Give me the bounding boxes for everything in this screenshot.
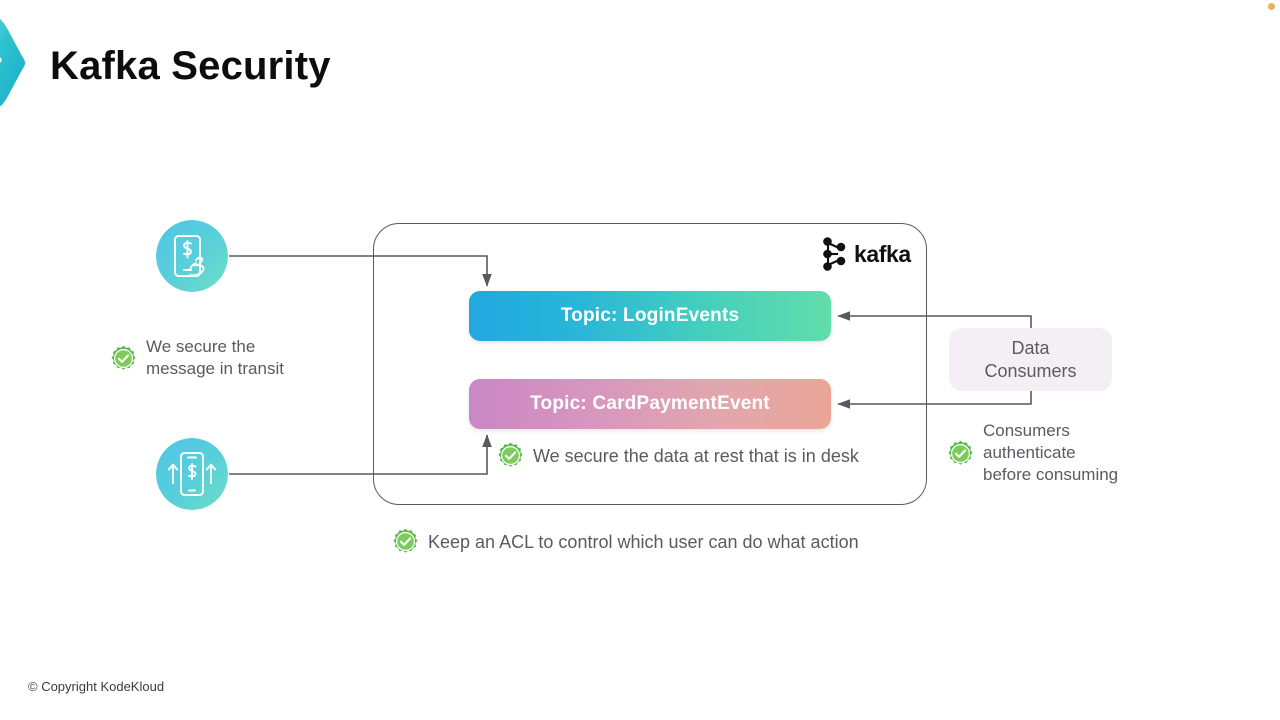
topic-bar-cardpaymentevent[interactable]: Topic: CardPaymentEvent [469, 379, 831, 429]
note-text: Keep an ACL to control which user can do… [428, 531, 859, 552]
corner-dot-marker [1268, 3, 1275, 10]
kafka-mark-icon [823, 237, 846, 271]
producer-icon-mobile-payment[interactable] [156, 220, 228, 292]
green-check-badge-icon [393, 528, 418, 553]
topic-label: Topic: CardPaymentEvent [530, 393, 770, 414]
footer-copyright: © Copyright KodeKloud [28, 679, 165, 694]
kafka-logo-text: kafka [854, 240, 911, 267]
producer-icon-money-transfer[interactable] [156, 438, 228, 510]
note-keep-acl: Keep an ACL to control which user can do… [392, 528, 859, 555]
note-secure-in-transit: We secure the message in transit [110, 336, 284, 380]
consumers-line-1: Data [1011, 337, 1050, 358]
consumers-line-2: Consumers [984, 360, 1077, 381]
topic-label: Topic: LoginEvents [560, 305, 740, 326]
kafka-logo: kafka [820, 236, 911, 272]
note-text: We secure the message in transit [146, 337, 284, 378]
green-check-badge-icon [498, 442, 523, 467]
note-consumers-authenticate: Consumers authenticate before consuming [947, 420, 1118, 486]
page-title: Kafka Security [50, 44, 331, 88]
green-check-badge-icon [111, 345, 136, 370]
note-text: We secure the data at rest that is in de… [533, 445, 859, 466]
kodekloud-chevron-logo [0, 18, 25, 107]
green-check-badge-icon [948, 440, 973, 465]
kafka-cluster-box [373, 223, 927, 505]
topic-bar-loginevents[interactable]: Topic: LoginEvents [469, 291, 831, 341]
note-text: Consumers authenticate before consuming [983, 421, 1119, 484]
data-consumers-box[interactable]: Data Consumers [949, 328, 1112, 391]
note-secure-at-rest: We secure the data at rest that is in de… [497, 442, 859, 469]
